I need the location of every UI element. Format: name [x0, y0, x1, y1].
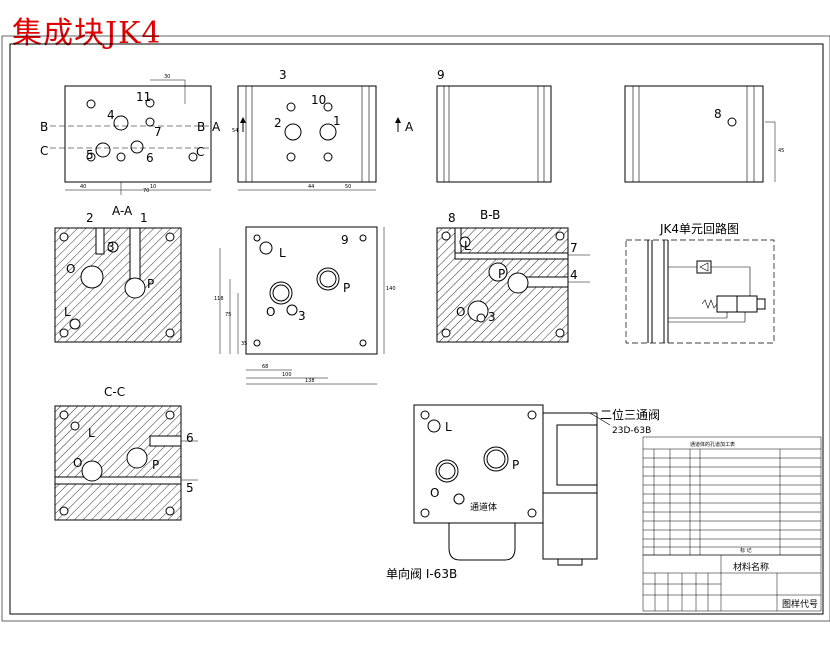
valve1-name: 二位三通阀: [600, 407, 660, 422]
svg-text:35: 35: [241, 341, 247, 347]
bb-label-3: 3: [488, 310, 496, 324]
section-aa-view: [54, 227, 182, 343]
label-8: 8: [714, 107, 722, 121]
section-bb-view: [436, 227, 590, 343]
title-block-table: [642, 436, 822, 612]
svg-text:118: 118: [214, 296, 224, 302]
view-number-9: 9: [437, 68, 445, 82]
label-2: 2: [274, 116, 282, 130]
cc-label-6: 6: [186, 431, 194, 445]
cc-label-L: L: [88, 426, 95, 440]
table-title: 通道体的孔道加工表: [690, 441, 735, 448]
top-view-4: 45: [624, 85, 784, 183]
drawing-code-label: 图样代号: [782, 598, 818, 610]
bb-label-8: 8: [448, 211, 456, 225]
material-label: 材料名称: [733, 561, 769, 573]
valve2-name: 单向阀 I-63B: [386, 566, 457, 581]
bb-label-P: P: [498, 267, 505, 281]
view-number-3: 3: [279, 68, 287, 82]
bb-label-4: 4: [570, 268, 578, 282]
section-b-left: B: [40, 120, 48, 134]
label-5: 5: [86, 148, 94, 162]
section-a-arrow: A: [405, 120, 414, 134]
label-11: 11: [136, 90, 151, 104]
svg-text:10: 10: [150, 184, 156, 190]
mid-label-L: L: [279, 246, 286, 260]
mark-label: 标 记: [740, 547, 752, 554]
section-cc-view: [54, 405, 198, 521]
svg-text:68: 68: [262, 364, 268, 370]
circuit-diagram: [625, 239, 775, 344]
cc-label-P: P: [152, 458, 159, 472]
bb-label-L: L: [464, 239, 471, 253]
section-cc-title: C-C: [104, 385, 125, 399]
svg-text:140: 140: [386, 286, 396, 292]
label-10: 10: [311, 93, 326, 107]
svg-text:50: 50: [345, 184, 351, 190]
section-c-left: C: [40, 144, 48, 158]
svg-text:138: 138: [305, 378, 315, 384]
aa-label-3: 3: [107, 240, 115, 254]
svg-text:75: 75: [225, 312, 231, 318]
bb-label-O: O: [456, 305, 465, 319]
assembly-view: [413, 404, 611, 566]
top-view-1: 40 10 70 30: [50, 74, 212, 195]
svg-text:40: 40: [80, 184, 86, 190]
bb-label-7: 7: [570, 241, 578, 255]
label-1: 1: [333, 114, 341, 128]
mid-label-3: 3: [298, 309, 306, 323]
section-bb-title: B-B: [480, 208, 500, 222]
section-aa-title: A-A: [112, 204, 133, 218]
svg-text:44: 44: [308, 184, 314, 190]
assembly-label-P: P: [512, 458, 519, 472]
svg-text:100: 100: [282, 372, 292, 378]
mid-view-number: 9: [341, 233, 349, 247]
mid-label-P: P: [343, 281, 350, 295]
aa-label-P: P: [147, 277, 154, 291]
section-a-right: A: [212, 120, 221, 134]
outer-frame: [9, 43, 824, 615]
circuit-title: JK4单元回路图: [659, 221, 739, 236]
assembly-label-L: L: [445, 420, 452, 434]
section-b-right: B: [197, 120, 205, 134]
mid-label-O: O: [266, 305, 275, 319]
top-view-2: 44 50 54: [232, 85, 377, 191]
cc-label-O: O: [73, 456, 82, 470]
section-c-right: C: [196, 145, 204, 159]
aa-label-O: O: [66, 262, 75, 276]
aa-label-1: 1: [140, 211, 148, 225]
assembly-body-label: 通道体: [470, 501, 497, 513]
aa-label-2: 2: [86, 211, 94, 225]
assembly-label-O: O: [430, 486, 439, 500]
label-6: 6: [146, 151, 154, 165]
aa-label-L: L: [64, 305, 71, 319]
svg-text:45: 45: [778, 148, 784, 154]
label-4: 4: [107, 108, 115, 122]
svg-text:30: 30: [164, 74, 170, 80]
cc-label-5: 5: [186, 481, 194, 495]
border-frame: [1, 35, 830, 622]
valve1-model: 23D-63B: [612, 426, 651, 436]
label-7: 7: [154, 125, 162, 139]
svg-text:54: 54: [232, 128, 238, 134]
mid-view: 118 75 35 68 100 138 140: [214, 226, 396, 385]
drawing-title: 集成块JK4: [12, 16, 162, 51]
top-view-3: [436, 85, 552, 183]
svg-text:70: 70: [143, 188, 149, 194]
